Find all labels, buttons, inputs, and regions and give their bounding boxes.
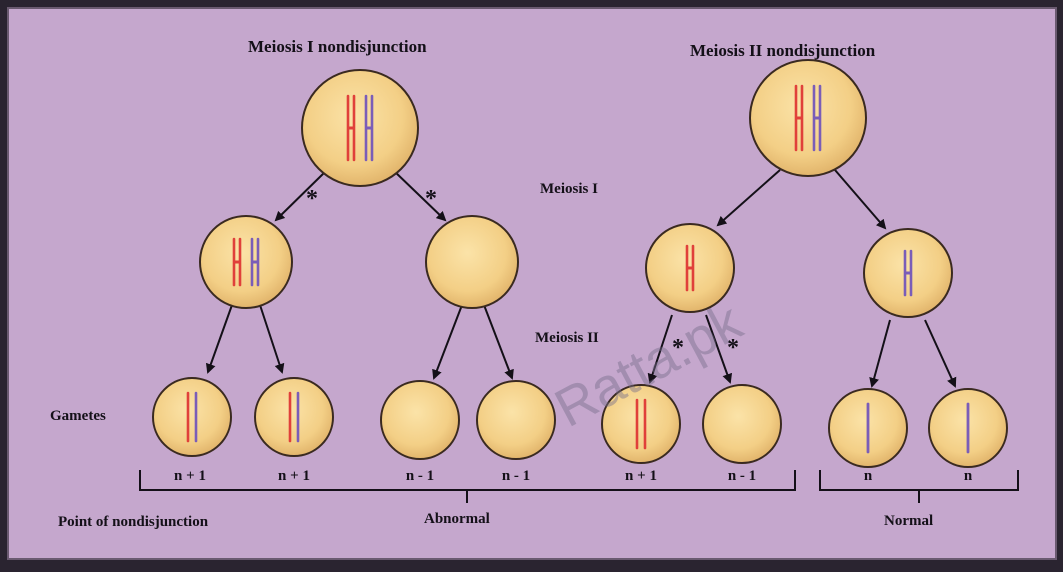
nondisjunction-marker: * [306,186,318,213]
gamete-label: n + 1 [625,468,657,485]
meiosis-ii-label: Meiosis II [535,330,599,347]
cell [703,385,781,463]
cell [381,381,459,459]
gametes-label: Gametes [50,408,106,425]
cell [153,378,231,456]
gamete-label: n [864,468,872,485]
normal-label: Normal [884,513,933,530]
gamete-label: n - 1 [502,468,530,485]
gamete-label: n - 1 [728,468,756,485]
abnormal-label: Abnormal [424,511,490,528]
cell [302,70,418,186]
cell-membrane [750,60,866,176]
cell [200,216,292,308]
cell [864,229,952,317]
meiosis-ii-nondisjunction-title: Meiosis II nondisjunction [690,41,875,61]
cell [929,389,1007,467]
cell [750,60,866,176]
cell [829,389,907,467]
cell [477,381,555,459]
cell [255,378,333,456]
cell-membrane [200,216,292,308]
nondisjunction-marker: * [425,186,437,213]
cell-membrane [381,381,459,459]
gamete-label: n - 1 [406,468,434,485]
gamete-label: n + 1 [174,468,206,485]
cell-membrane [703,385,781,463]
cell-membrane [477,381,555,459]
cell [426,216,518,308]
gamete-label: n + 1 [278,468,310,485]
gamete-label: n [964,468,972,485]
cell-membrane [255,378,333,456]
meiosis-i-label: Meiosis I [540,181,598,198]
meiosis-i-nondisjunction-title: Meiosis I nondisjunction [248,37,427,57]
cell-membrane [426,216,518,308]
cell-membrane [153,378,231,456]
cell-membrane [302,70,418,186]
point-of-nondisjunction-label: Point of nondisjunction [58,514,208,531]
